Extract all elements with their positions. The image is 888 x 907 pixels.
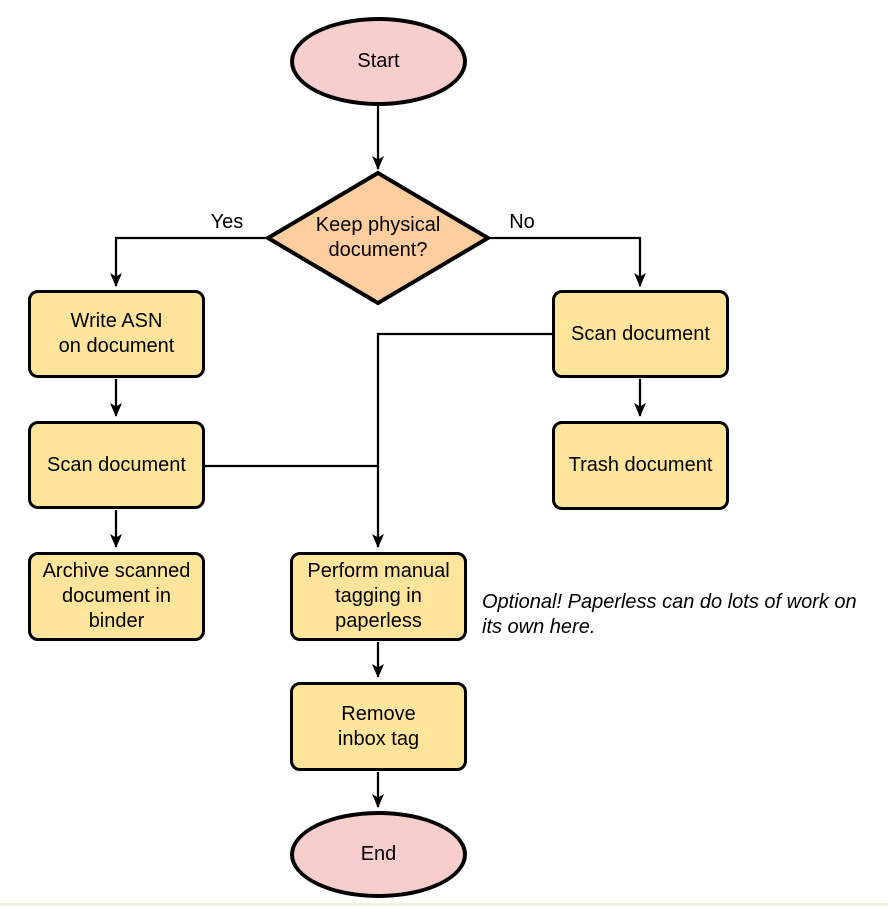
archive-node: Archive scanned document in binder <box>28 552 205 641</box>
end-node: End <box>290 811 467 898</box>
edge-scan-right-to-tagging <box>372 332 552 548</box>
edge-label-no: No <box>509 211 535 233</box>
decision-node: Keep physical document? <box>288 172 468 304</box>
scan-document-left-node: Scan document <box>28 421 205 509</box>
end-label: End <box>360 843 397 865</box>
start-label: Start <box>357 50 400 72</box>
edge-decision-yes-to-write-asn <box>110 236 266 287</box>
trash-document-node: Trash document <box>552 421 729 510</box>
optional-annotation: Optional! Paperless can do lots of work … <box>482 591 857 638</box>
write-asn-node: Write ASN on document <box>28 290 205 378</box>
manual-tagging-node: Perform manual tagging in paperless <box>290 552 467 641</box>
decision-label: Keep physical document? <box>315 214 441 261</box>
trash-document-label: Trash document <box>568 454 713 476</box>
remove-inbox-tag-node: Remove inbox tag <box>290 682 467 771</box>
bottom-edge-rule <box>0 903 888 906</box>
decision-node-shape <box>264 170 492 306</box>
scan-document-right-label: Scan document <box>571 322 710 345</box>
edge-label-yes: Yes <box>210 211 244 233</box>
start-node: Start <box>290 17 467 106</box>
edge-decision-no-to-scan-right <box>490 236 646 287</box>
remove-inbox-tag-label: Remove inbox tag <box>337 702 420 750</box>
scan-document-left-label: Scan document <box>47 453 186 476</box>
archive-label: Archive scanned document in binder <box>42 560 191 632</box>
manual-tagging-label: Perform manual tagging in paperless <box>307 560 450 632</box>
scan-document-right-node: Scan document <box>552 290 729 378</box>
write-asn-label: Write ASN on document <box>58 310 175 357</box>
